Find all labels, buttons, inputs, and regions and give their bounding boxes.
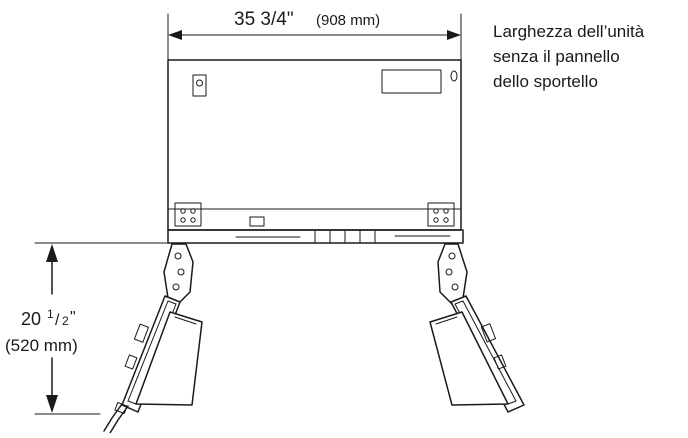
- depth-metric-label: (520 mm): [5, 336, 78, 355]
- depth-fraction-numerator: 1: [47, 307, 54, 321]
- depth-inch-mark: ": [70, 309, 76, 326]
- width-caption: Larghezza dell’unità senza il pannello d…: [493, 22, 645, 91]
- width-metric-label: (908 mm): [316, 12, 380, 29]
- label-plate: [381, 69, 442, 94]
- latch-screw-icon: [196, 79, 203, 87]
- width-dimension: 35 3/4" (908 mm): [167, 9, 462, 61]
- arrow-down-icon: [46, 395, 58, 413]
- cabinet-tab: [249, 216, 265, 227]
- depth-value-whole: 20: [21, 309, 41, 329]
- door-panel-icon: [135, 311, 203, 406]
- caption-line-3: dello sportello: [493, 72, 598, 91]
- width-value-label: 35 3/4": [234, 9, 294, 30]
- unit-cabinet: [167, 59, 462, 231]
- door-panel-right: [429, 295, 525, 413]
- unit-body: [167, 59, 464, 244]
- depth-fraction-denominator: 2: [62, 314, 69, 328]
- cabinet-latch: [192, 74, 207, 97]
- arrow-up-icon: [46, 244, 58, 262]
- depth-dimension: 20 1 / 2 " (520 mm): [5, 242, 169, 415]
- caption-line-1: Larghezza dell’unità: [493, 22, 645, 41]
- bracket-right: [427, 202, 455, 227]
- caption-line-2: senza il pannello: [493, 47, 620, 66]
- depth-fraction-slash: /: [55, 312, 60, 329]
- right-hinge-assembly: [429, 243, 525, 413]
- cabinet-hole-icon: [450, 70, 458, 82]
- left-hinge-assembly: [103, 243, 203, 434]
- door-panel-left: [103, 295, 203, 434]
- arrow-left-icon: [168, 30, 182, 40]
- bracket-left: [174, 202, 202, 227]
- door-panel-icon: [429, 311, 509, 406]
- arrow-right-icon: [447, 30, 461, 40]
